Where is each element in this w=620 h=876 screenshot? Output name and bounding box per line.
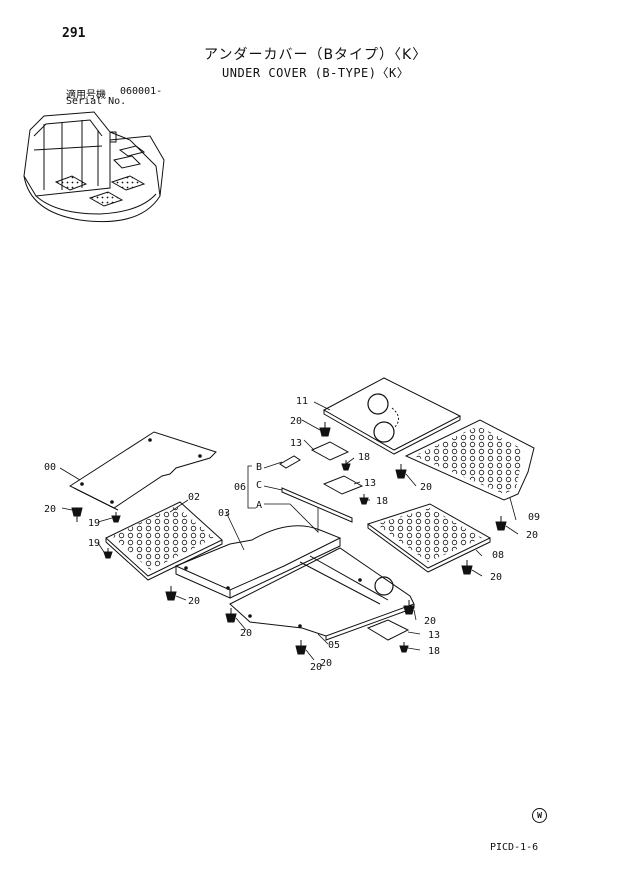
- label-00: 00: [44, 462, 56, 473]
- bolts: [71, 422, 507, 655]
- label-13a: 13: [290, 438, 302, 449]
- bolt-20a: [71, 507, 83, 522]
- bolt-18c: [399, 642, 409, 653]
- label-02: 02: [188, 492, 200, 503]
- label-20b: 20: [188, 596, 200, 607]
- bolt-19a: [111, 512, 121, 523]
- bolt-20c: [225, 608, 237, 623]
- label-13c: 13: [428, 630, 440, 641]
- bolt-20e: [319, 422, 331, 437]
- plate-part-13-upper: [310, 441, 350, 461]
- label-20i: 20: [424, 616, 436, 627]
- locator-cover-center: [88, 191, 124, 207]
- bolt-19b: [103, 548, 113, 559]
- label-13b: 13: [364, 478, 376, 489]
- picture-code: PICD-1-6: [490, 842, 539, 853]
- cover-part-11: [322, 377, 462, 455]
- label-11: 11: [296, 396, 308, 407]
- w-mark-icon: W: [532, 808, 547, 823]
- label-20f: 20: [420, 482, 432, 493]
- bolt-20b: [165, 586, 177, 601]
- locator-cover-right: [110, 175, 146, 191]
- label-20j: 20: [320, 658, 332, 669]
- bolt-20f: [395, 464, 407, 479]
- label-B: B: [256, 462, 262, 473]
- part-labels: 00 20 19 19 02 03 20 20 05 20 11 20 13 1…: [44, 396, 540, 673]
- label-19b: 19: [88, 538, 100, 549]
- label-09: 09: [528, 512, 540, 523]
- seal-part-06: [264, 455, 353, 533]
- cover-part-08: [366, 503, 492, 573]
- locator-cover-left: [54, 175, 88, 191]
- cover-part-03: [174, 525, 342, 599]
- label-A: A: [256, 500, 262, 511]
- bolt-20g: [495, 516, 507, 531]
- plate-part-13-lower: [366, 619, 410, 641]
- serial-label-japanese: 適用号機: [66, 90, 106, 101]
- bolt-18b: [359, 494, 369, 505]
- label-20g: 20: [526, 530, 538, 541]
- label-20c: 20: [240, 628, 252, 639]
- label-20a: 20: [44, 504, 56, 515]
- label-20d: 20: [310, 662, 322, 673]
- cover-part-09: [404, 419, 535, 501]
- cover-part-05: [229, 547, 415, 641]
- label-18a: 18: [358, 452, 370, 463]
- plate-part-13-middle: [322, 475, 364, 495]
- label-19a: 19: [88, 518, 100, 529]
- serial-value: 060001-: [120, 86, 163, 97]
- page-number: 291: [62, 26, 86, 41]
- title-english: UNDER COVER (B-TYPE)〈K〉: [222, 66, 410, 80]
- cover-part-02: [105, 501, 223, 581]
- label-08: 08: [492, 550, 504, 561]
- leader-lines: [59, 401, 519, 661]
- serial-label-english: Serial No.: [66, 96, 127, 107]
- label-18c: 18: [428, 646, 440, 657]
- bolt-20i: [403, 600, 415, 615]
- label-C: C: [256, 480, 262, 491]
- label-20h: 20: [490, 572, 502, 583]
- label-05: 05: [328, 640, 340, 651]
- cover-part-00: [68, 431, 217, 511]
- title-japanese: アンダーカバー（Bタイプ）〈K〉: [204, 47, 428, 63]
- label-03: 03: [218, 508, 230, 519]
- bolt-20d: [295, 640, 307, 655]
- bolt-20h: [461, 560, 473, 575]
- label-06: 06: [234, 482, 246, 493]
- bolt-18a: [341, 460, 351, 471]
- label-18b: 18: [376, 496, 388, 507]
- label-20e: 20: [290, 416, 302, 427]
- machine-locator-sketch: [23, 111, 165, 223]
